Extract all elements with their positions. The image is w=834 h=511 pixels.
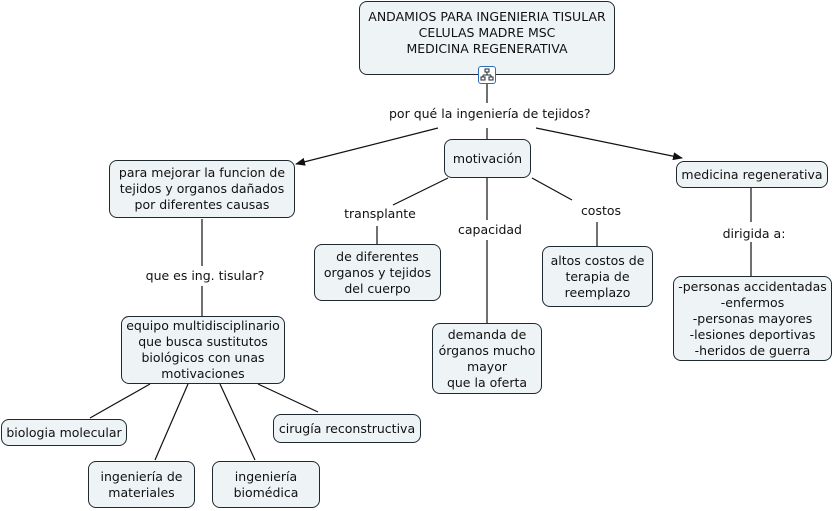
arrow-why-to-regen bbox=[535, 127, 683, 161]
node-reconstructive-surgery[interactable]: cirugía reconstructiva bbox=[273, 414, 421, 443]
concept-map-icon-glyph bbox=[480, 68, 494, 81]
label-what-is-tissue-engineering: que es ing. tisular? bbox=[138, 268, 272, 284]
node-improve-function[interactable]: para mejorar la funcion de tejidos y org… bbox=[109, 160, 295, 218]
line-team-to-reconstructive bbox=[257, 383, 319, 413]
label-capacity: capacidad bbox=[452, 222, 528, 238]
node-patient-groups[interactable]: -personas accidentadas -enfermos -person… bbox=[673, 276, 832, 361]
node-multidisciplinary-team[interactable]: equipo multidisciplinario que busca sust… bbox=[121, 316, 285, 384]
line-team-to-biomedical bbox=[219, 383, 256, 461]
line-team-to-biology bbox=[89, 383, 151, 419]
node-regenerative-medicine[interactable]: medicina regenerativa bbox=[676, 161, 828, 188]
node-organs-tissues[interactable]: de diferentes organos y tejidos del cuer… bbox=[314, 244, 441, 301]
concept-map-icon[interactable] bbox=[478, 66, 496, 84]
line-motivation-to-transplant bbox=[392, 177, 449, 206]
node-materials-engineering[interactable]: ingeniería de materiales bbox=[88, 461, 195, 508]
label-transplant: transplante bbox=[338, 206, 422, 222]
label-costs: costos bbox=[572, 203, 630, 219]
arrow-why-to-improve bbox=[295, 127, 439, 166]
node-high-costs[interactable]: altos costos de terapia de reemplazo bbox=[542, 246, 653, 307]
node-molecular-biology[interactable]: biologia molecular bbox=[1, 419, 127, 446]
label-directed-to: dirigida a: bbox=[716, 226, 792, 242]
node-organ-demand[interactable]: demanda de órganos mucho mayor que la of… bbox=[432, 323, 542, 394]
root-concept-node[interactable]: ANDAMIOS PARA INGENIERIA TISULAR CELULAS… bbox=[359, 1, 615, 75]
node-motivation[interactable]: motivación bbox=[444, 139, 531, 178]
line-team-to-materials bbox=[154, 383, 189, 461]
node-biomedical-engineering[interactable]: ingeniería biomédica bbox=[212, 461, 320, 508]
label-why-tissue-engineering: por qué la ingeniería de tejidos? bbox=[386, 106, 591, 122]
line-motivation-to-costs bbox=[531, 177, 573, 201]
